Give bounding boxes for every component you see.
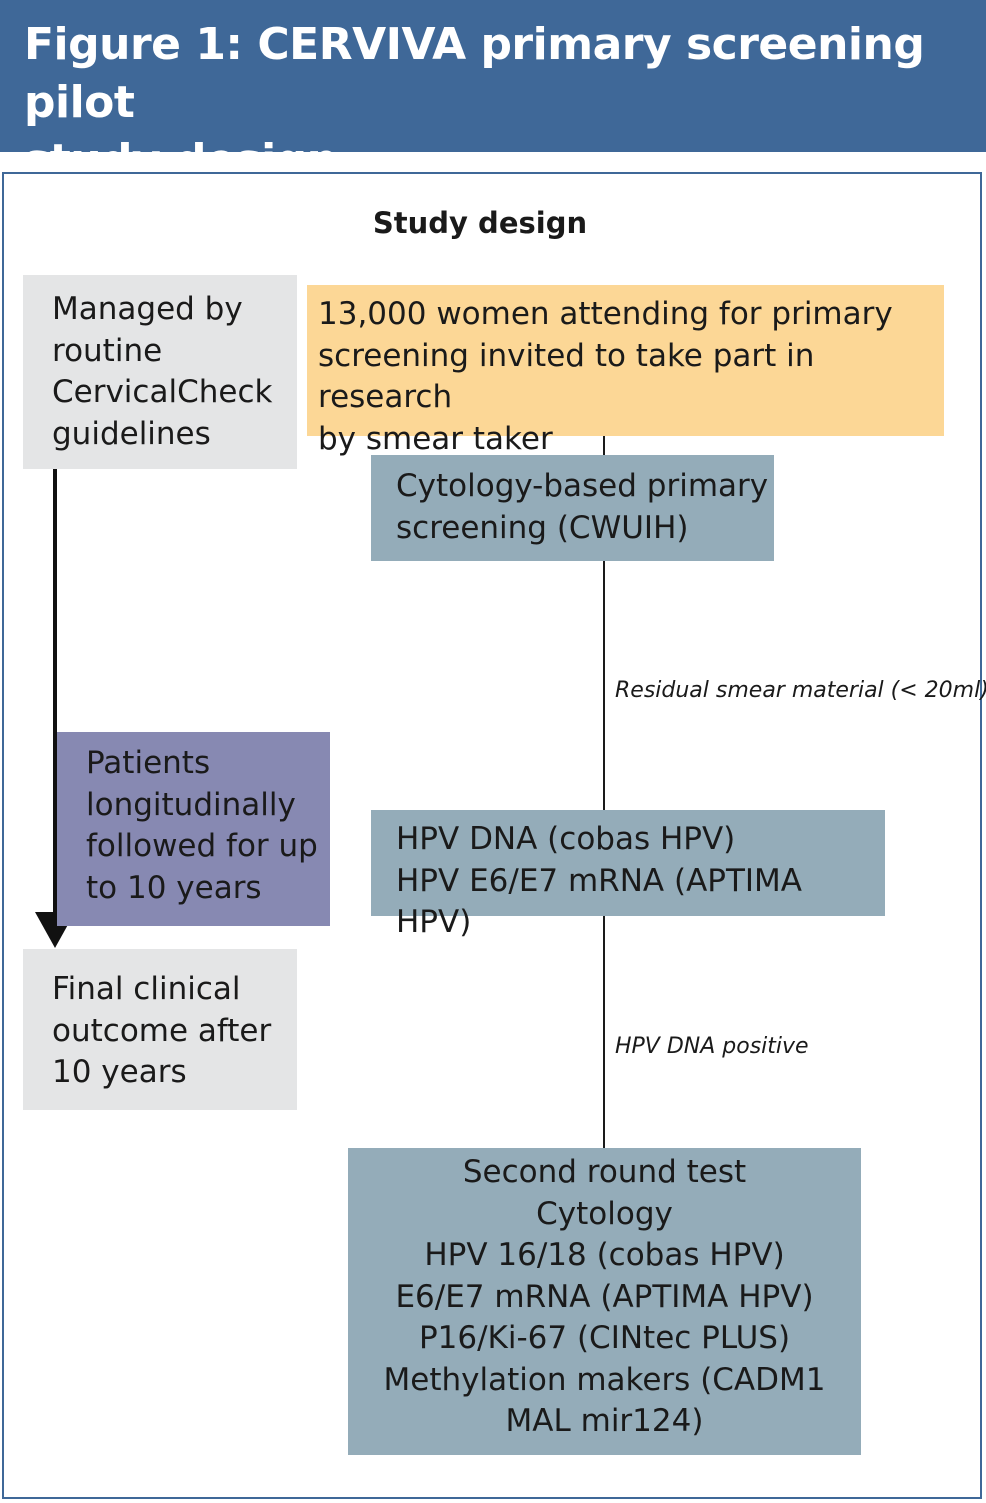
figure-title: Figure 1: CERVIVA primary screening pilo…	[24, 16, 964, 190]
hpv-test-line: HPV E6/E7 mRNA (APTIMA HPV)	[396, 862, 802, 941]
hpv-dna-positive-label: HPV DNA positive	[615, 1034, 809, 1059]
final-line: outcome after	[52, 1012, 272, 1049]
residual-smear-label: Residual smear material (< 20ml)	[615, 678, 986, 703]
invitation-line: screening invited to take part in resear…	[318, 337, 815, 416]
second-round-line: HPV 16/18 (cobas HPV)	[424, 1237, 785, 1273]
managed-line: CervicalCheck	[52, 374, 273, 410]
invitation-box: 13,000 women attending for primary scree…	[307, 285, 944, 457]
patients-line: Patients	[86, 745, 211, 781]
second-round-line: P16/Ki-67 (CINtec PLUS)	[418, 1320, 791, 1356]
second-round-line: Cytology	[536, 1195, 673, 1232]
connector-cytology-to-hpv	[603, 561, 605, 810]
hpv-test-line: HPV DNA (cobas HPV)	[396, 821, 736, 857]
invitation-line: 13,000 women attending for primary	[318, 296, 893, 332]
second-round-line: Second round test	[462, 1154, 747, 1190]
patients-line: followed for up	[86, 828, 318, 864]
figure-title-line-2: study design	[24, 135, 338, 186]
managed-line: routine	[52, 332, 163, 369]
final-line: 10 years	[52, 1054, 187, 1090]
second-round-test-box: Second round test Cytology HPV 16/18 (co…	[348, 1148, 861, 1455]
second-round-line: Methylation makers (CADM1	[383, 1361, 826, 1398]
figure-title-line-1: Figure 1: CERVIVA primary screening pilo…	[24, 19, 925, 128]
timeline-arrow-shaft	[53, 469, 57, 913]
managed-line: Managed by	[52, 291, 243, 327]
patients-followed-box: Patients longitudinally followed for up …	[57, 732, 330, 926]
connector-invite-to-cytology	[603, 436, 605, 455]
final-line: Final clinical	[52, 971, 241, 1007]
cytology-line: screening (CWUIH)	[396, 509, 689, 546]
managed-by-routine-box: Managed by routine CervicalCheck guideli…	[23, 275, 297, 469]
figure-header: Figure 1: CERVIVA primary screening pilo…	[0, 0, 986, 186]
patients-line: to 10 years	[86, 869, 262, 906]
second-round-line: MAL mir124)	[505, 1403, 704, 1439]
managed-line: guidelines	[52, 415, 211, 452]
second-round-line: E6/E7 mRNA (APTIMA HPV)	[395, 1278, 814, 1315]
patients-line: longitudinally	[86, 786, 296, 823]
final-outcome-box: Final clinical outcome after 10 years	[23, 949, 297, 1110]
study-design-heading: Study design	[372, 206, 588, 240]
cytology-screening-box: Cytology-based primary screening (CWUIH)	[371, 455, 774, 561]
invitation-line: by smear taker	[318, 420, 553, 457]
connector-hpv-to-second-round	[603, 916, 605, 1148]
hpv-tests-box: HPV DNA (cobas HPV) HPV E6/E7 mRNA (APTI…	[371, 810, 885, 940]
cytology-line: Cytology-based primary	[396, 468, 769, 504]
diagram-frame	[2, 172, 982, 1499]
